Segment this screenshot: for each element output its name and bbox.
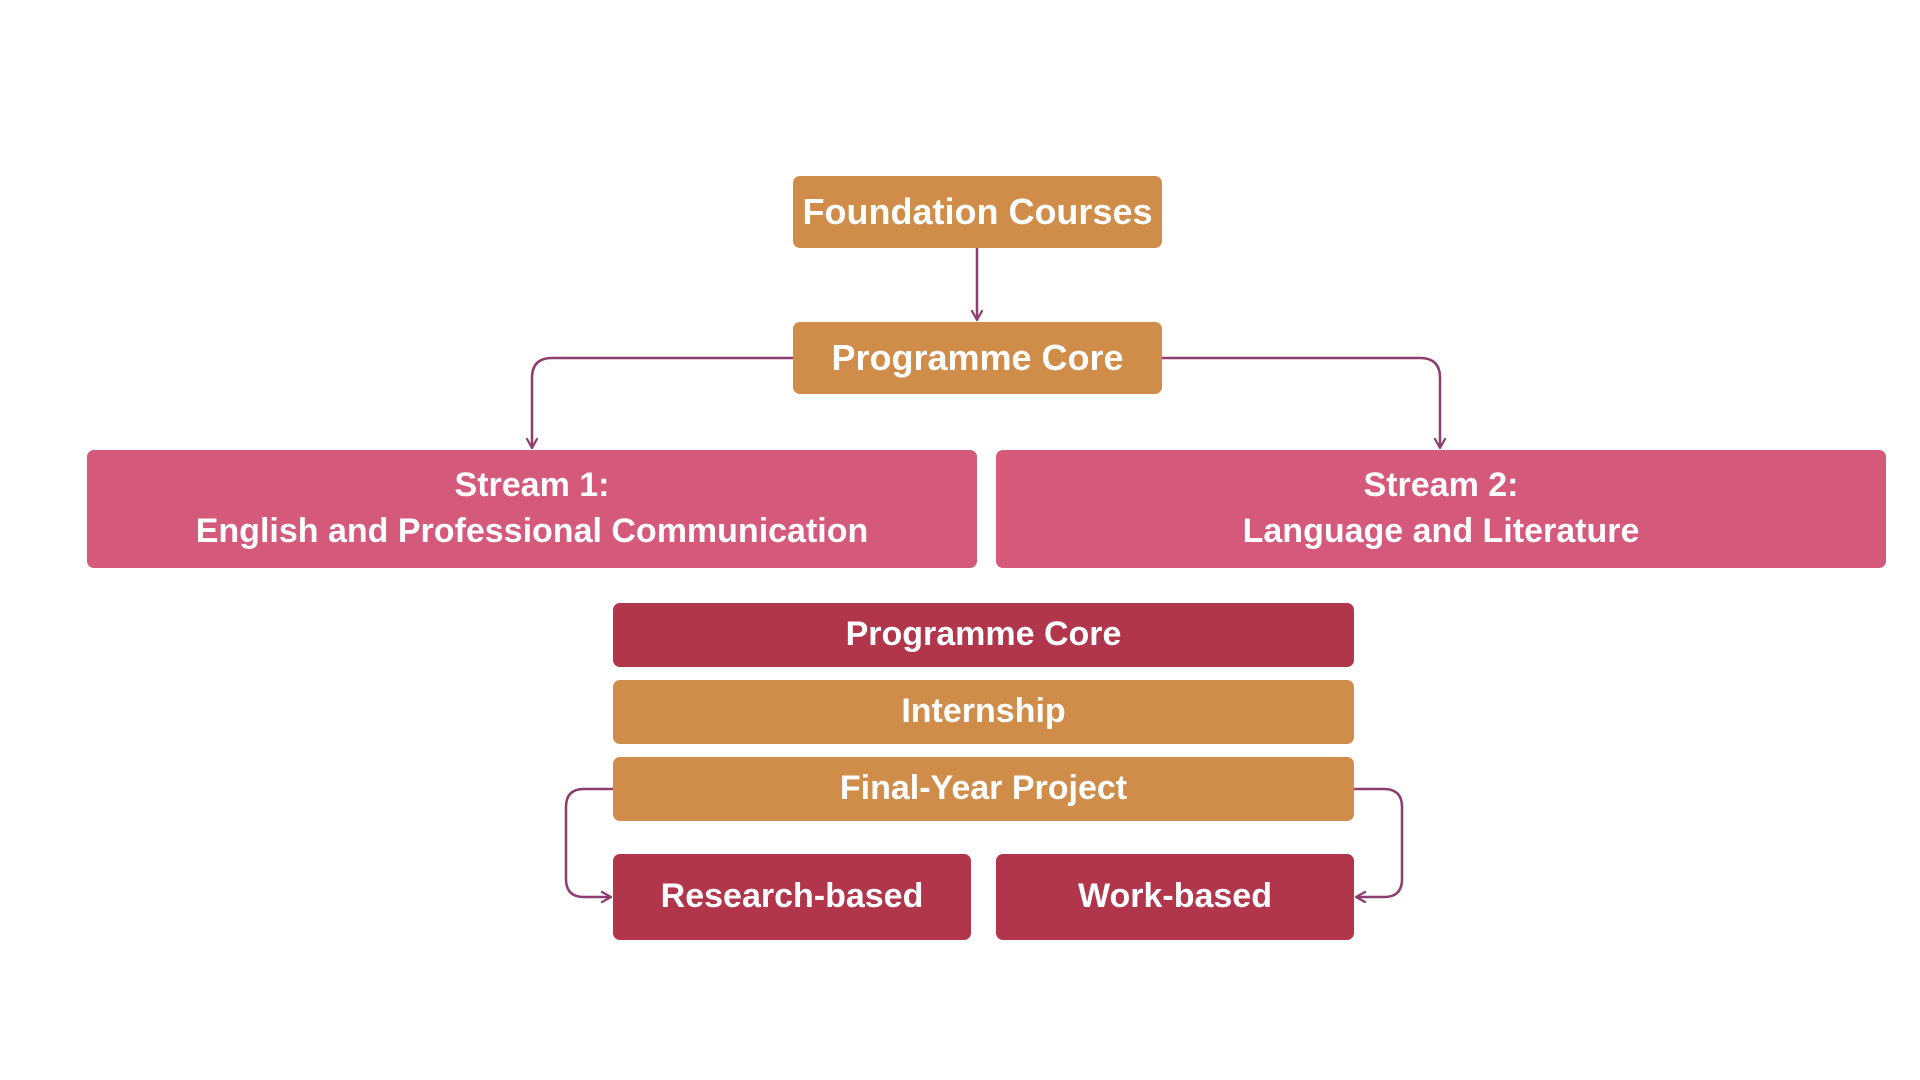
internship-box: Internship: [613, 680, 1354, 744]
programme-core-bottom-label: Programme Core: [845, 615, 1122, 654]
stream-1-box: Stream 1: English and Professional Commu…: [87, 450, 977, 568]
work-based-box: Work-based: [996, 854, 1354, 940]
foundation-courses-label: Foundation Courses: [802, 190, 1153, 232]
stream-1-title: Stream 1:: [454, 466, 610, 505]
arrow-fyp-to-work: [1354, 787, 1404, 897]
programme-core-top-label: Programme Core: [831, 336, 1124, 378]
arrow-core-to-stream-1: [532, 356, 793, 448]
stream-1-subtitle: English and Professional Communication: [195, 512, 869, 550]
final-year-project-box: Final-Year Project: [613, 757, 1354, 821]
research-based-box: Research-based: [613, 854, 971, 940]
arrow-fyp-to-research: [564, 787, 613, 897]
work-based-label: Work-based: [1078, 877, 1272, 916]
research-based-label: Research-based: [660, 877, 924, 916]
stream-2-box: Stream 2: Language and Literature: [996, 450, 1886, 568]
programme-core-bottom-box: Programme Core: [613, 603, 1354, 667]
final-year-project-label: Final-Year Project: [839, 769, 1128, 808]
foundation-courses-box: Foundation Courses: [793, 176, 1162, 248]
arrow-core-to-stream-2: [1162, 356, 1440, 448]
programme-core-top-box: Programme Core: [793, 322, 1162, 394]
internship-label: Internship: [901, 692, 1066, 731]
stream-2-subtitle: Language and Literature: [1242, 512, 1640, 550]
stream-2-title: Stream 2:: [1363, 466, 1519, 505]
